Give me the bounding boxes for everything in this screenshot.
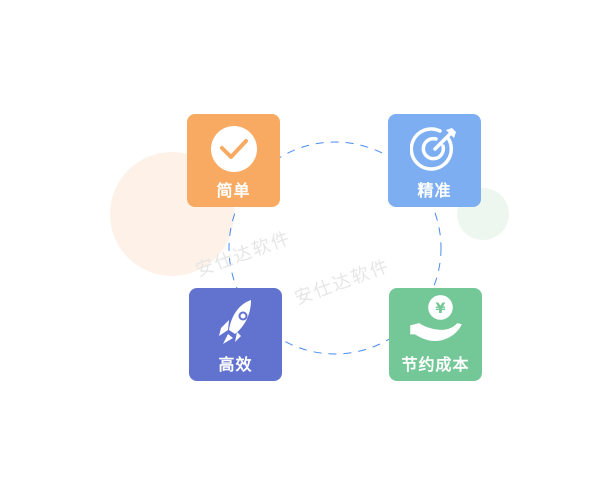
card-label: 高效 (218, 355, 253, 374)
card-simple: 简单 (187, 114, 280, 207)
yen-symbol: ¥ (435, 300, 445, 317)
card-efficient: 高效 (189, 288, 282, 381)
check-circle-icon (211, 126, 257, 172)
hand-money-icon: ¥ (410, 295, 462, 342)
card-cost-saving: ¥ 节约成本 (389, 288, 482, 381)
card-label: 简单 (216, 181, 251, 200)
card-label: 精准 (417, 181, 452, 200)
card-label: 节约成本 (401, 355, 470, 374)
rocket-icon (219, 300, 251, 344)
target-icon (410, 127, 456, 171)
card-precise: 精准 (388, 114, 481, 207)
